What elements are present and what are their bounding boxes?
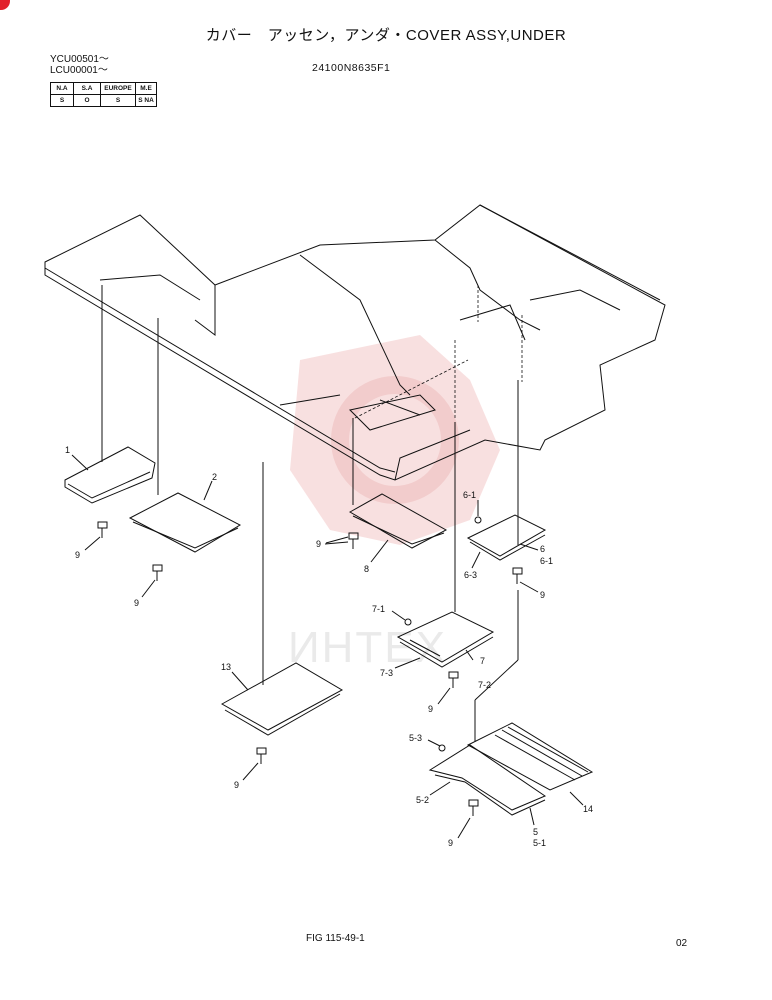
callout-7-1: 7-1 — [372, 604, 385, 614]
callout-6-3: 6-3 — [464, 570, 477, 580]
bolt-icon — [152, 564, 163, 581]
region-value-row: S O S S NA — [50, 94, 157, 107]
cover-panel-5 — [428, 744, 547, 816]
callout-6: 6 — [540, 544, 545, 554]
callout-9: 9 — [134, 598, 139, 608]
callout-6-1-washer: 6-1 — [463, 490, 476, 500]
cover-panel-13 — [220, 662, 344, 736]
page-title: カバー アッセン，アンダ・COVER ASSY,UNDER — [205, 27, 567, 44]
figure-caption: FIG 115-49-1 — [306, 933, 365, 944]
corner-marker — [0, 0, 10, 10]
callout-2: 2 — [212, 472, 217, 482]
callout-7-3: 7-3 — [380, 668, 393, 678]
callout-8: 8 — [364, 564, 369, 574]
callout-leaders — [71, 454, 584, 839]
part-number: 24100N8635F1 — [312, 62, 391, 74]
washer-icon — [474, 516, 482, 524]
callout-labels: 1 2 13 8 6-1 6 6-1 6-3 7-1 7-3 7 7-2 5-3… — [65, 445, 593, 848]
bolt-icon — [97, 521, 108, 538]
callout-9: 9 — [75, 550, 80, 560]
callout-14: 14 — [583, 804, 593, 814]
callout-5-1: 5-1 — [533, 838, 546, 848]
callout-6-1: 6-1 — [540, 556, 553, 566]
washer-icon — [438, 744, 446, 752]
cover-panel-14 — [466, 722, 594, 791]
serial-range-2: LCU00001～ — [50, 65, 108, 76]
callout-5-2: 5-2 — [416, 795, 429, 805]
region-table: N.A S.A EUROPE M.E S O S S NA — [50, 82, 157, 107]
bolt-icon — [448, 671, 459, 688]
cover-panel-6 — [466, 514, 547, 561]
cover-panel-1 — [64, 446, 156, 504]
callout-7-2: 7-2 — [478, 680, 491, 690]
callout-5: 5 — [533, 827, 538, 837]
callout-1: 1 — [65, 445, 70, 455]
leader-lines — [101, 285, 523, 742]
callout-9: 9 — [428, 704, 433, 714]
cover-panel-2 — [128, 492, 242, 553]
serial-range-1: YCU00501～ — [50, 54, 109, 65]
callout-13: 13 — [221, 662, 231, 672]
callout-5-3: 5-3 — [409, 733, 422, 743]
bolt-icon — [348, 532, 359, 549]
region-header: M.E — [135, 82, 157, 95]
bolt-icon — [256, 747, 267, 764]
cover-panel-7 — [396, 611, 495, 668]
page-number: 02 — [676, 938, 688, 949]
watermark-logo: ИНТЕХ — [288, 335, 500, 672]
callout-9: 9 — [234, 780, 239, 790]
bolt-icon — [512, 567, 523, 584]
callout-9: 9 — [540, 590, 545, 600]
cover-panel-8 — [348, 493, 448, 549]
callout-9: 9 — [316, 539, 321, 549]
region-value: S NA — [135, 94, 157, 107]
machine-frame — [44, 204, 666, 481]
bolt-icon — [468, 799, 479, 816]
callout-7: 7 — [480, 656, 485, 666]
callout-9: 9 — [448, 838, 453, 848]
watermark-text: ИНТЕХ — [288, 623, 447, 672]
washer-icon — [404, 618, 412, 626]
